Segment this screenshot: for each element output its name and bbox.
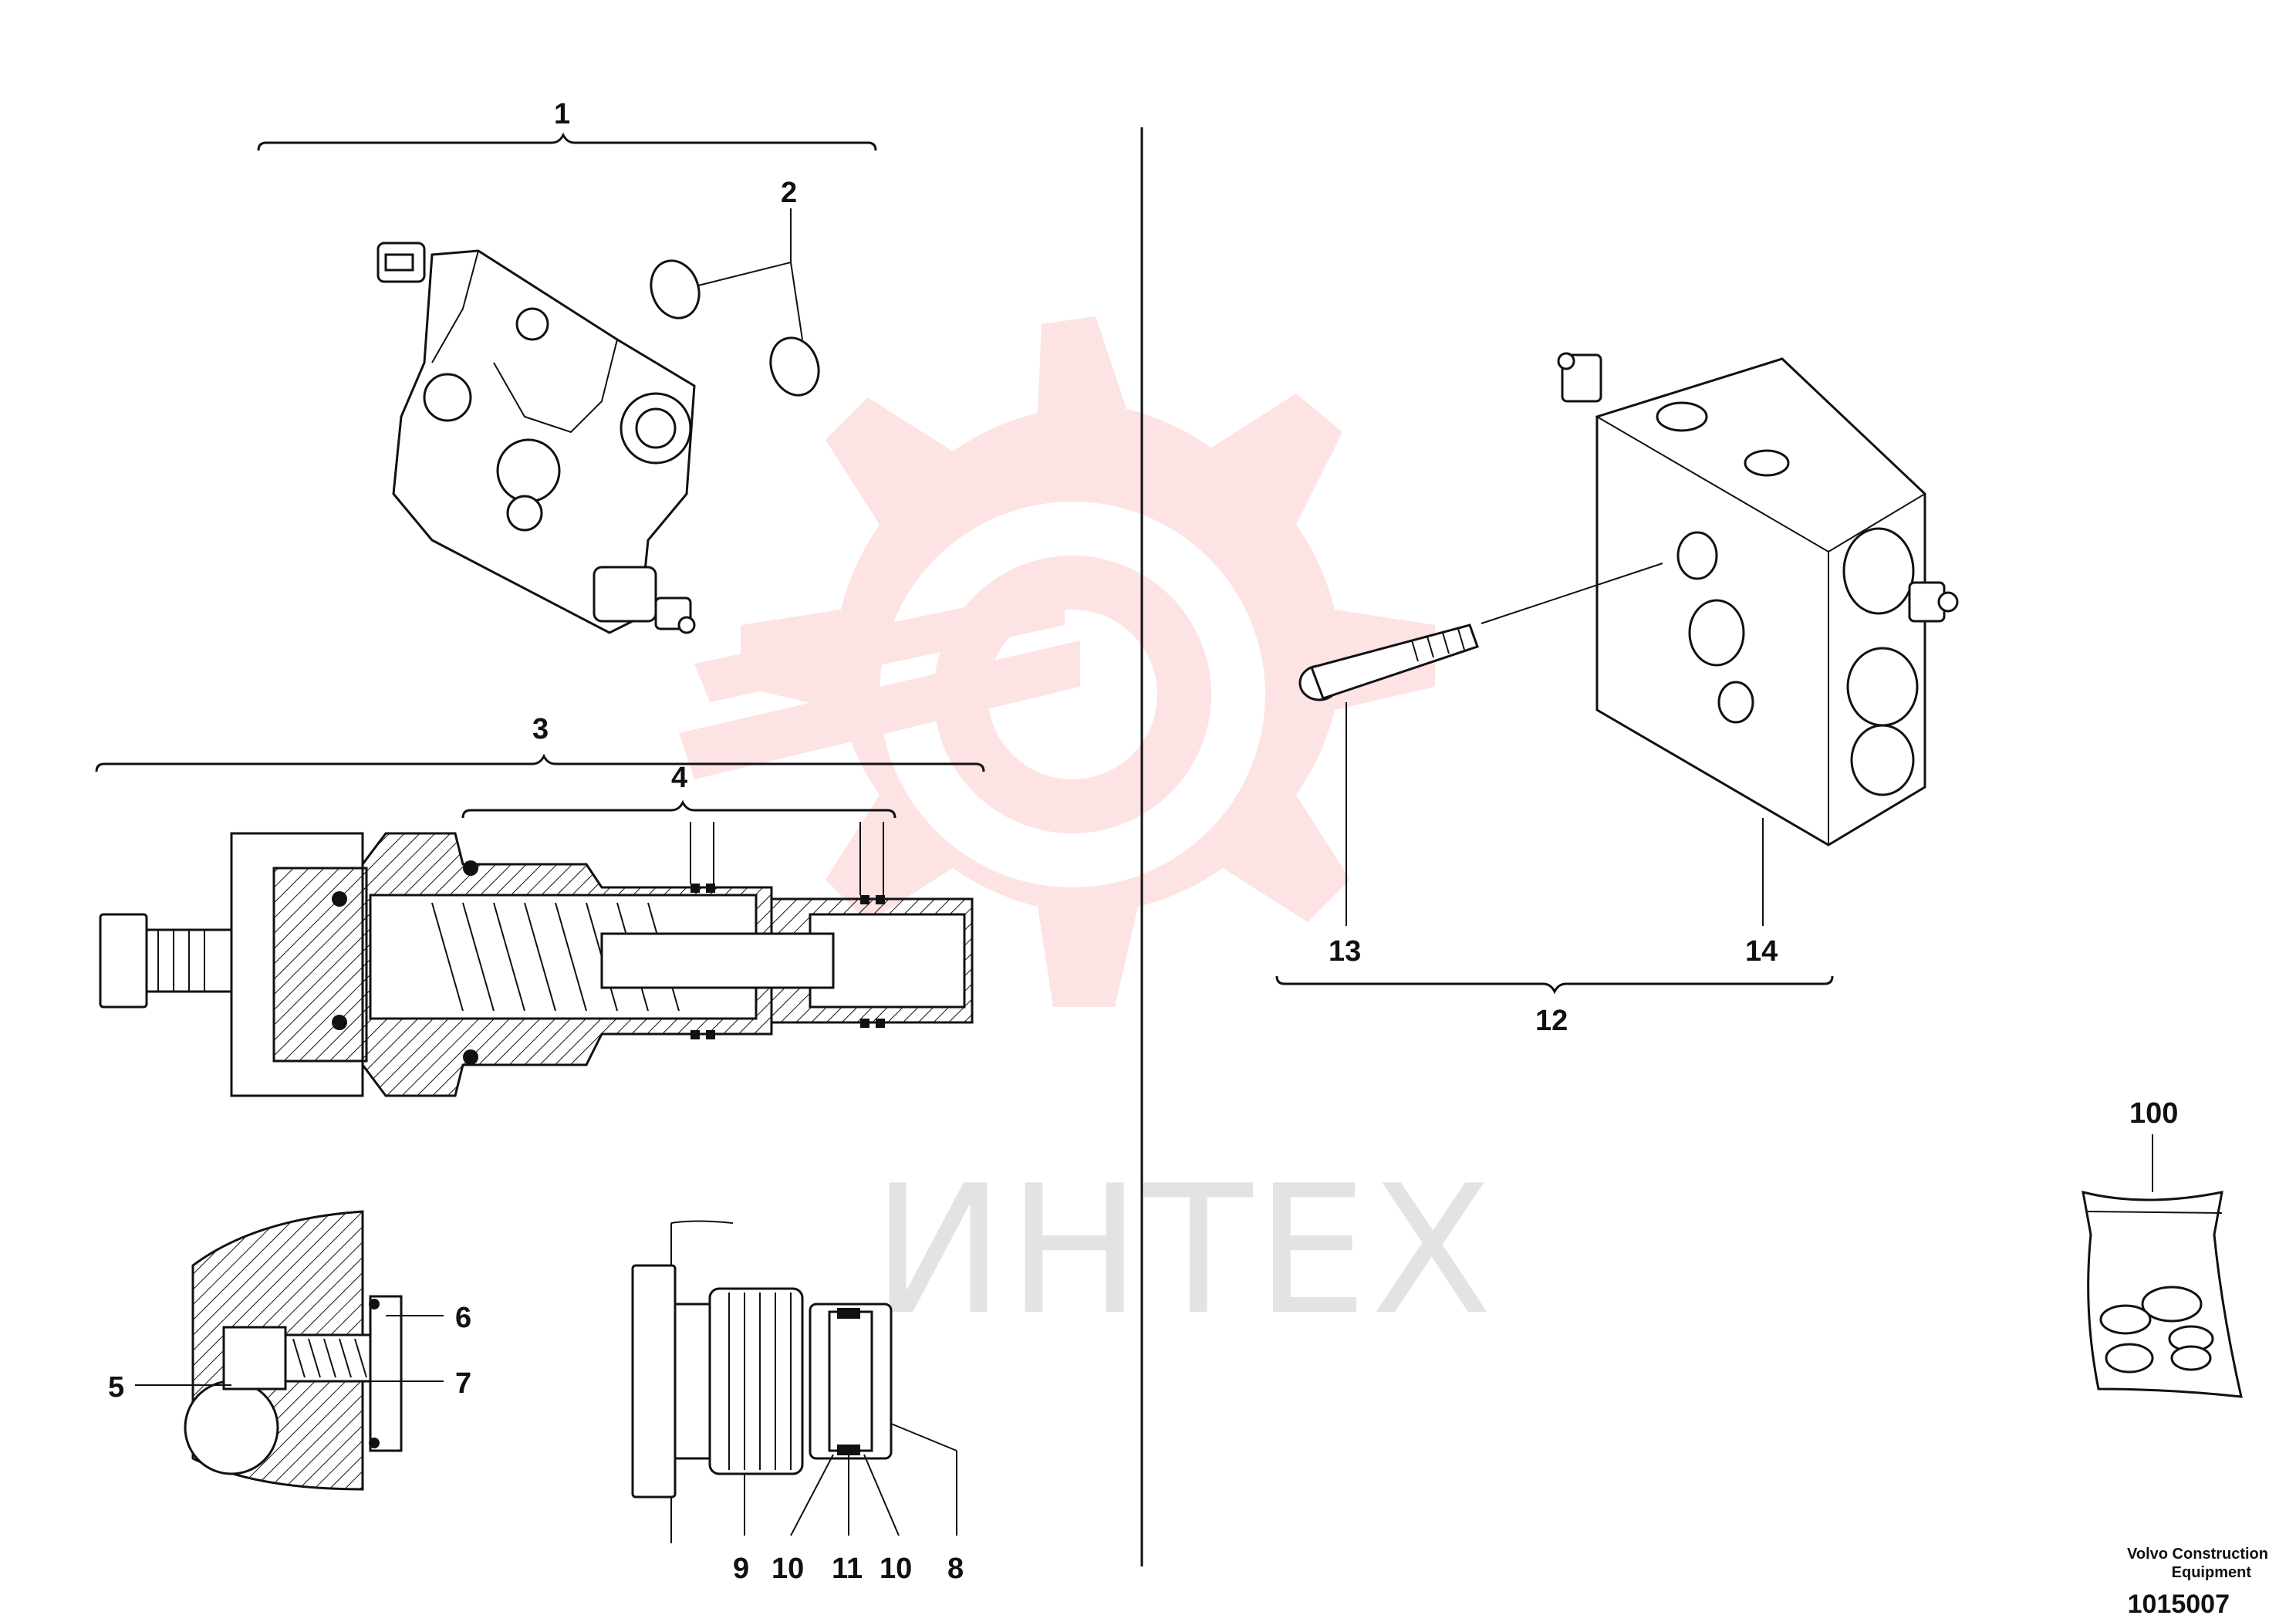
callout-6: 6 — [455, 1302, 471, 1334]
manufacturer-line-1: Volvo Construction — [2127, 1546, 2268, 1563]
callout-12: 12 — [1535, 1005, 1568, 1037]
callout-7: 7 — [455, 1367, 471, 1400]
drawing-number: 1015007 — [2128, 1590, 2230, 1619]
watermark-gear-logo — [679, 316, 1435, 1007]
callout-11: 11 — [832, 1553, 863, 1585]
callout-10a: 10 — [772, 1553, 804, 1585]
group-4-bracket — [461, 799, 896, 819]
callout-4: 4 — [671, 762, 687, 794]
manufacturer-line-2: Equipment — [2172, 1564, 2252, 1581]
valve-body-1 — [376, 242, 696, 634]
detail-check-valve — [135, 1210, 444, 1491]
screw-13 — [1298, 563, 1663, 701]
callout-9: 9 — [733, 1553, 749, 1585]
detail-plug-assembly — [631, 1220, 957, 1543]
seal-kit-bag — [2082, 1190, 2243, 1398]
group-3-bracket — [95, 753, 985, 772]
callout-2: 2 — [781, 177, 797, 209]
callout-10b: 10 — [880, 1553, 912, 1585]
callout-5: 5 — [108, 1371, 124, 1404]
group-1-bracket — [257, 132, 877, 151]
group-12-bracket — [1275, 975, 1834, 995]
callout-1: 1 — [554, 98, 570, 130]
callout-13: 13 — [1329, 935, 1361, 968]
valve-block-14 — [1557, 352, 1959, 846]
o-rings-2 — [650, 208, 820, 397]
callout-8: 8 — [947, 1553, 964, 1585]
callout-100: 100 — [2129, 1097, 2178, 1130]
watermark-text: ИНТЕХ — [872, 1148, 1495, 1354]
cross-section-view — [99, 822, 974, 1097]
callout-3: 3 — [532, 713, 549, 745]
callout-14: 14 — [1745, 935, 1778, 968]
